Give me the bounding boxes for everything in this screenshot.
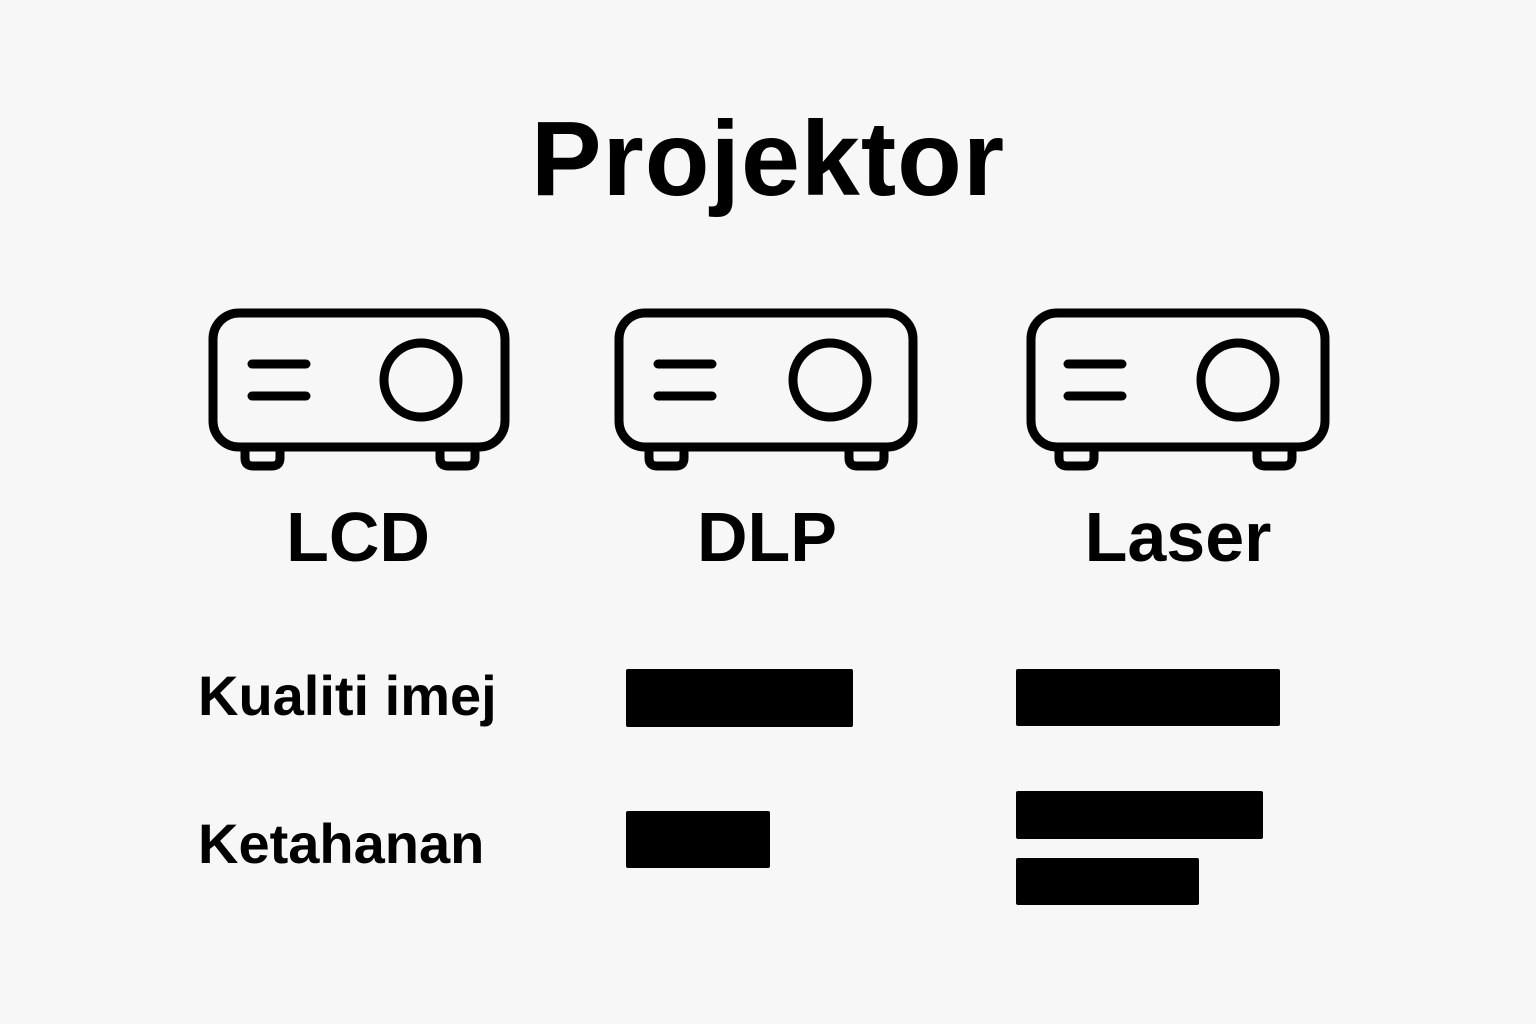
page-title: Projektor [530,100,1006,218]
projector-laser-icon [1026,308,1330,472]
projector-label-dlp: DLP [697,498,837,576]
projector-label-lcd: LCD [286,498,430,576]
bar-durability-laser-1 [1016,791,1263,839]
bar-durability-laser-2 [1016,858,1199,905]
bar-image-quality-dlp [626,669,853,727]
projector-label-laser: Laser [1084,498,1272,576]
projector-dlp-icon [614,308,918,472]
bar-durability-dlp [626,811,770,868]
projector-lcd-icon [208,308,512,472]
row-label-durability: Ketahanan [198,812,485,875]
row-label-image-quality: Kualiti imej [198,664,497,727]
bar-image-quality-laser [1016,669,1280,726]
